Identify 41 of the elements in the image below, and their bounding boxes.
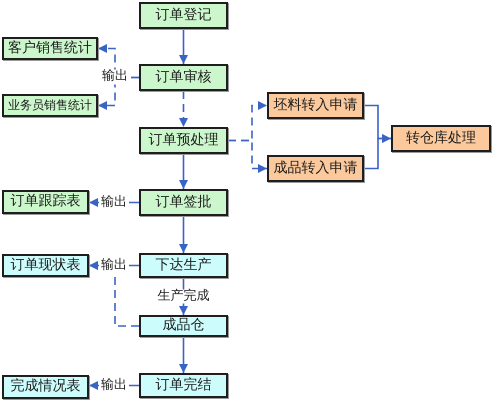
dashed-arrow bbox=[228, 140, 267, 173]
process-box bbox=[2, 375, 89, 399]
box-label: 下达生产 bbox=[156, 258, 212, 274]
arrow bbox=[179, 337, 188, 373]
arrow bbox=[179, 216, 188, 253]
box-label: 订单签批 bbox=[156, 194, 212, 210]
edge-label: 输出 bbox=[99, 195, 129, 210]
process-box bbox=[139, 64, 228, 91]
box-label: 客户销售统计 bbox=[8, 40, 92, 56]
box-label: 完成情况表 bbox=[10, 379, 80, 395]
edge-label: 输出 bbox=[99, 258, 129, 273]
process-box bbox=[139, 189, 228, 216]
edge-label: 输出 bbox=[99, 378, 129, 393]
box-label: 订单跟踪表 bbox=[10, 194, 80, 210]
process-box bbox=[139, 373, 228, 398]
box-label: 订单预处理 bbox=[148, 132, 218, 148]
process-box bbox=[2, 190, 89, 214]
box-label: 订单审核 bbox=[156, 70, 212, 86]
process-box bbox=[139, 127, 228, 154]
box-label: 订单完结 bbox=[156, 378, 212, 394]
process-box bbox=[139, 253, 228, 278]
process-box bbox=[139, 315, 228, 337]
process-box bbox=[267, 155, 364, 182]
box-label: 订单现状表 bbox=[10, 258, 80, 274]
process-box bbox=[267, 92, 364, 119]
process-box bbox=[2, 254, 89, 277]
box-label: 业务员销售统计 bbox=[8, 98, 92, 112]
box-label: 转仓库处理 bbox=[406, 130, 476, 146]
process-box bbox=[2, 94, 98, 117]
box-label: 成品仓 bbox=[162, 318, 204, 334]
process-box bbox=[139, 2, 228, 29]
arrow bbox=[179, 29, 188, 64]
box-label: 成品转入申请 bbox=[274, 160, 358, 176]
arrow bbox=[364, 134, 391, 170]
arrow bbox=[179, 154, 188, 189]
box-label: 订单登记 bbox=[156, 8, 212, 24]
dashed-arrow bbox=[179, 91, 188, 127]
box-label: 坯料转入申请 bbox=[274, 98, 358, 114]
process-box bbox=[391, 125, 491, 152]
edge-label: 生产完成 bbox=[156, 289, 212, 304]
process-box bbox=[2, 37, 98, 60]
